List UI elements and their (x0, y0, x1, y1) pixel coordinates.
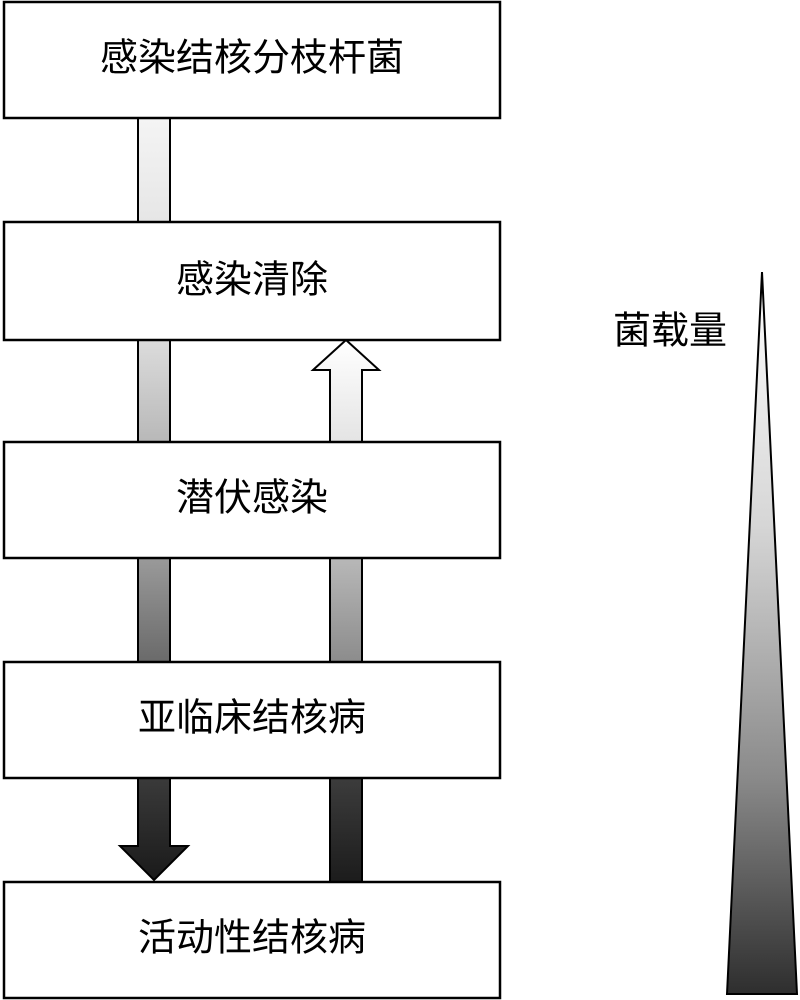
stage-box-latent: 潜伏感染 (2, 440, 502, 560)
connector-shaft-3-4 (137, 557, 171, 663)
stage-box-clearance: 感染清除 (2, 220, 502, 342)
stage-box-infection: 感染结核分枝杆菌 (2, 0, 502, 120)
bacterial-load-wedge (725, 271, 799, 995)
connector-shaft-2-3 (137, 339, 171, 443)
stage-box-subclinical: 亚临床结核病 (2, 660, 502, 780)
up-shaft-5-4 (329, 777, 363, 883)
stage-label: 感染清除 (176, 258, 328, 302)
stage-box-active: 活动性结核病 (2, 880, 502, 1000)
down-arrow-to-active-tb (117, 777, 191, 882)
connector-shaft-1-2 (137, 117, 171, 223)
up-arrow-to-clearance (310, 338, 382, 443)
stage-label: 亚临床结核病 (138, 696, 366, 740)
stage-label: 潜伏感染 (176, 476, 328, 520)
stage-label: 活动性结核病 (138, 916, 366, 960)
bacterial-load-label: 菌载量 (613, 309, 727, 353)
stage-label: 感染结核分枝杆菌 (100, 36, 404, 80)
up-shaft-4-3 (329, 557, 363, 663)
